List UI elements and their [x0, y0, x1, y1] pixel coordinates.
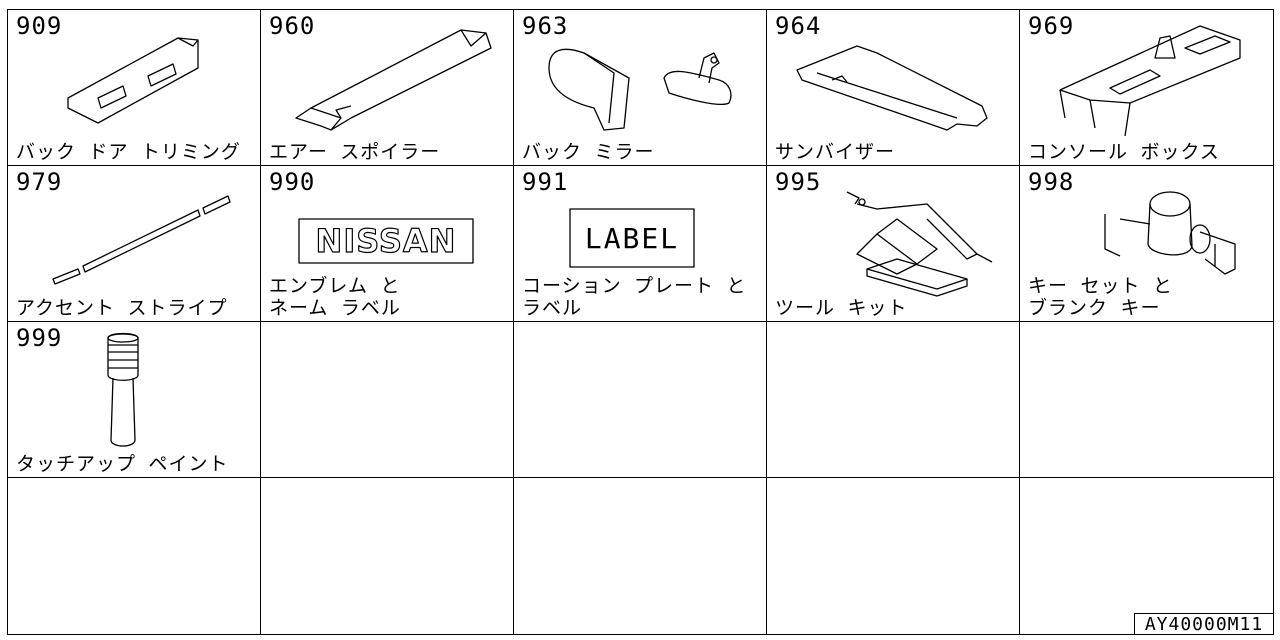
empty-cell: [261, 478, 514, 634]
part-label: タッチアップ ペイント: [16, 453, 229, 475]
part-number: 964: [775, 12, 822, 40]
part-cell-990[interactable]: 990 NISSAN エンブレム と ネーム ラベル: [261, 166, 514, 322]
caution-plate-icon: LABEL: [569, 208, 695, 268]
part-number: 979: [16, 168, 63, 196]
accent-stripe-icon: [52, 195, 231, 285]
part-cell-969[interactable]: 969 コンソール ボックス: [1020, 10, 1273, 166]
emblem-text: NISSAN: [316, 222, 457, 260]
part-label: バック ミラー: [522, 141, 655, 163]
empty-cell: [261, 322, 514, 478]
part-label: キー セット と ブランク キー: [1028, 275, 1173, 319]
part-number: 963: [522, 12, 569, 40]
part-label: ツール キット: [775, 297, 908, 319]
empty-cell: [1020, 478, 1273, 634]
part-label: バック ドア トリミング: [16, 141, 241, 163]
part-label: サンバイザー: [775, 141, 896, 163]
part-cell-979[interactable]: 979 アクセント ストライプ: [8, 166, 261, 322]
part-cell-999[interactable]: 999 タッチアップ ペイント: [8, 322, 261, 478]
parts-grid: 909 バック ドア トリミング 960 エアー スポイラー 963 バック: [7, 9, 1274, 635]
back-door-trim-icon: [67, 37, 199, 124]
part-cell-963[interactable]: 963 バック ミラー: [514, 10, 767, 166]
back-mirror-icon: [548, 48, 732, 131]
part-cell-998[interactable]: 998 キー セット と ブランク キー: [1020, 166, 1273, 322]
part-number: 990: [269, 168, 316, 196]
empty-cell: [514, 478, 767, 634]
part-cell-964[interactable]: 964 サンバイザー: [767, 10, 1020, 166]
jack-tool-icon: [846, 191, 993, 297]
part-number: 969: [1028, 12, 1075, 40]
part-number: 960: [269, 12, 316, 40]
console-box-icon: [1059, 25, 1241, 137]
part-label: コーション プレート と ラベル: [522, 275, 747, 319]
part-number: 999: [16, 324, 63, 352]
air-spoiler-icon: [295, 29, 492, 131]
part-cell-909[interactable]: 909 バック ドア トリミング: [8, 10, 261, 166]
empty-cell: [1020, 322, 1273, 478]
empty-cell: [767, 478, 1020, 634]
part-number: 991: [522, 168, 569, 196]
plate-text: LABEL: [585, 222, 679, 255]
empty-cell: [8, 478, 261, 634]
part-label: エアー スポイラー: [269, 141, 441, 163]
part-number: 998: [1028, 168, 1075, 196]
empty-cell: [514, 322, 767, 478]
part-label: コンソール ボックス: [1028, 141, 1220, 163]
part-number: 995: [775, 168, 822, 196]
part-label: アクセント ストライプ: [16, 297, 228, 319]
part-cell-991[interactable]: 991 LABEL コーション プレート と ラベル: [514, 166, 767, 322]
part-number: 909: [16, 12, 63, 40]
part-cell-995[interactable]: 995 ツール キット: [767, 166, 1020, 322]
emblem-icon: NISSAN: [298, 218, 474, 264]
key-set-icon: [1104, 191, 1236, 275]
empty-cell: [767, 322, 1020, 478]
diagram-code: AY40000M11: [1134, 613, 1274, 635]
touch-up-paint-icon: [107, 332, 139, 447]
sun-visor-icon: [796, 45, 988, 131]
part-cell-960[interactable]: 960 エアー スポイラー: [261, 10, 514, 166]
part-label: エンブレム と ネーム ラベル: [269, 275, 401, 319]
